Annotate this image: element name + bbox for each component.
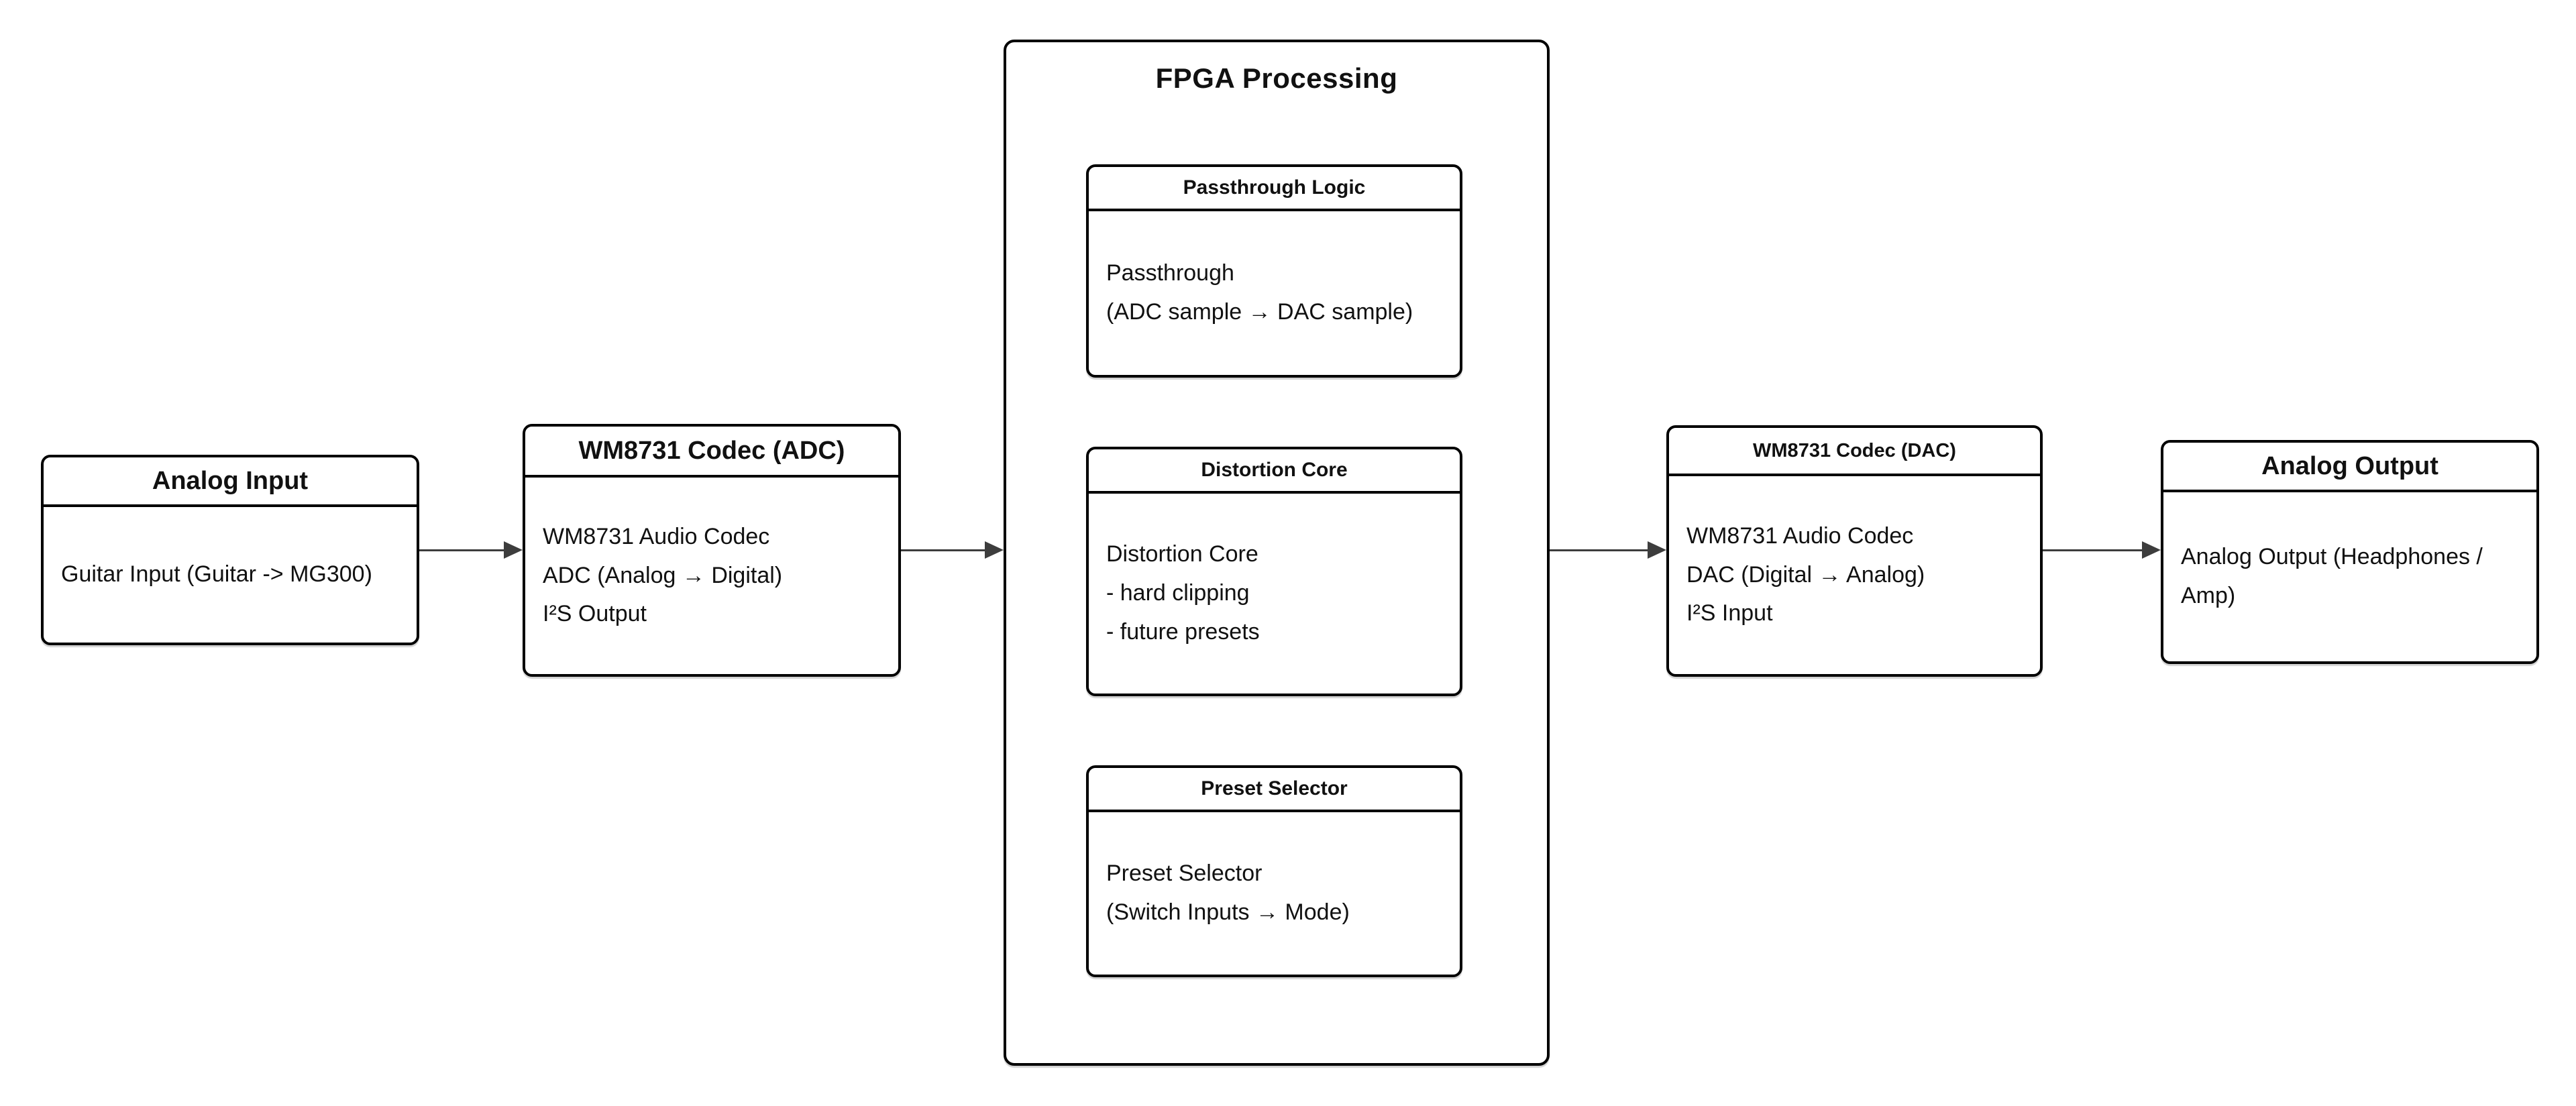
node-wm8731-adc-text-line3: I²S Output xyxy=(543,601,647,627)
node-analog-output-title: Analog Output xyxy=(2261,451,2438,480)
node-distortion-core-body: Distortion Core - hard clipping - future… xyxy=(1089,494,1460,694)
node-preset-selector-text-line2: (Switch Inputs → Mode) xyxy=(1106,899,1350,925)
arrow-line xyxy=(2043,549,2142,551)
node-analog-output-text: Analog Output (Headphones / Amp) xyxy=(2181,544,2483,608)
node-wm8731-adc-text-line1: WM8731 Audio Codec xyxy=(543,523,770,549)
node-analog-input-title: Analog Input xyxy=(152,466,309,495)
arrow-dac-to-analog-output xyxy=(2043,539,2161,561)
node-passthrough-logic-header: Passthrough Logic xyxy=(1089,167,1460,211)
node-preset-selector-title: Preset Selector xyxy=(1201,777,1348,799)
node-wm8731-adc-header: WM8731 Codec (ADC) xyxy=(525,427,898,478)
node-wm8731-adc: WM8731 Codec (ADC) WM8731 Audio Codec AD… xyxy=(523,424,901,677)
node-distortion-core-header: Distortion Core xyxy=(1089,449,1460,494)
node-distortion-core-title: Distortion Core xyxy=(1201,459,1348,481)
node-passthrough-logic-text-line1: Passthrough xyxy=(1106,260,1234,286)
arrow-fpga-to-dac xyxy=(1550,539,1666,561)
arrow-line xyxy=(901,549,985,551)
node-passthrough-logic-text-line2: (ADC sample → DAC sample) xyxy=(1106,299,1413,325)
arrowhead-right-icon xyxy=(1648,541,1666,559)
node-preset-selector-body: Preset Selector (Switch Inputs → Mode) xyxy=(1089,812,1460,975)
arrow-adc-to-fpga xyxy=(901,539,1004,561)
node-passthrough-logic: Passthrough Logic Passthrough (ADC sampl… xyxy=(1086,164,1462,378)
node-passthrough-logic-body: Passthrough (ADC sample → DAC sample) xyxy=(1089,211,1460,375)
node-wm8731-dac-title: WM8731 Codec (DAC) xyxy=(1753,439,1956,461)
node-distortion-core-text-line3: - future presets xyxy=(1106,618,1260,645)
node-preset-selector-text-line1: Preset Selector xyxy=(1106,861,1263,887)
node-preset-selector-header: Preset Selector xyxy=(1089,768,1460,812)
node-analog-input-header: Analog Input xyxy=(44,457,417,507)
node-wm8731-dac-body: WM8731 Audio Codec DAC (Digital → Analog… xyxy=(1669,476,2040,674)
node-analog-output: Analog Output Analog Output (Headphones … xyxy=(2161,440,2539,664)
fpga-processing-title: FPGA Processing xyxy=(1155,62,1398,94)
node-wm8731-adc-text-line2: ADC (Analog → Digital) xyxy=(543,562,783,588)
arrowhead-right-icon xyxy=(504,541,523,559)
node-wm8731-dac-header: WM8731 Codec (DAC) xyxy=(1669,428,2040,476)
node-analog-input-body: Guitar Input (Guitar -> MG300) xyxy=(44,507,417,643)
node-analog-input-text: Guitar Input (Guitar -> MG300) xyxy=(61,561,372,588)
arrow-line xyxy=(1550,549,1648,551)
arrowhead-right-icon xyxy=(2142,541,2161,559)
node-analog-input: Analog Input Guitar Input (Guitar -> MG3… xyxy=(41,455,419,645)
arrow-line xyxy=(419,549,504,551)
node-distortion-core-text-line1: Distortion Core xyxy=(1106,541,1258,567)
node-passthrough-logic-title: Passthrough Logic xyxy=(1183,176,1366,199)
node-wm8731-adc-title: WM8731 Codec (ADC) xyxy=(578,436,845,465)
node-wm8731-dac-text-line2: DAC (Digital → Analog) xyxy=(1686,561,1925,588)
node-preset-selector: Preset Selector Preset Selector (Switch … xyxy=(1086,765,1462,977)
node-distortion-core-text-line2: - hard clipping xyxy=(1106,580,1250,606)
node-analog-output-header: Analog Output xyxy=(2163,443,2536,492)
node-distortion-core: Distortion Core Distortion Core - hard c… xyxy=(1086,447,1462,696)
arrowhead-right-icon xyxy=(985,541,1004,559)
node-wm8731-dac-text-line3: I²S Input xyxy=(1686,600,1773,626)
arrow-analog-input-to-adc xyxy=(419,539,523,561)
node-wm8731-dac-text-line1: WM8731 Audio Codec xyxy=(1686,522,1914,549)
node-wm8731-dac: WM8731 Codec (DAC) WM8731 Audio Codec DA… xyxy=(1666,425,2043,677)
node-analog-output-body: Analog Output (Headphones / Amp) xyxy=(2163,492,2536,661)
node-wm8731-adc-body: WM8731 Audio Codec ADC (Analog → Digital… xyxy=(525,478,898,674)
